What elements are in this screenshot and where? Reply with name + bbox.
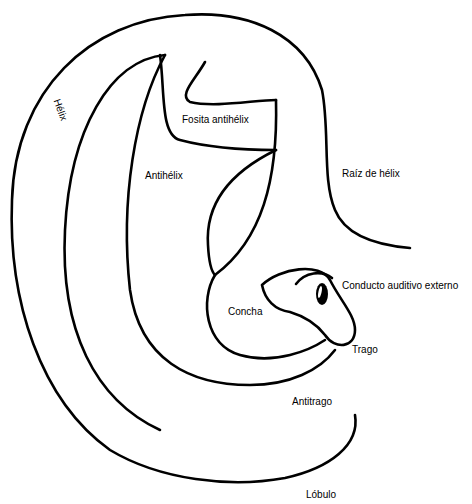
part-label: Raíz de hélix (342, 168, 400, 180)
helix-inner-edge (65, 55, 165, 430)
antihelix-inner-edge (208, 150, 276, 275)
part-label: Antitrago (292, 396, 332, 408)
part-label: Antihélix (145, 170, 183, 182)
concha-edge (207, 275, 325, 358)
part-label: Fosita antihélix (182, 114, 249, 126)
ear-canal-highlight (317, 286, 323, 298)
helix-crus (215, 100, 276, 275)
ear-canal-opening (316, 283, 328, 305)
fossa-lower-edge (160, 55, 276, 150)
canal-rim (296, 273, 332, 284)
part-label: Concha (228, 306, 262, 318)
fossa-upper-edge (186, 62, 276, 104)
antihelix-outer-edge (127, 55, 335, 385)
part-label: Trago (352, 344, 378, 356)
part-label: Conducto auditivo externo (342, 280, 458, 292)
tragus-outline (262, 269, 355, 345)
part-label: Lóbulo (306, 489, 336, 501)
helix-outline (12, 14, 410, 482)
part-label: Hélix (51, 98, 70, 123)
